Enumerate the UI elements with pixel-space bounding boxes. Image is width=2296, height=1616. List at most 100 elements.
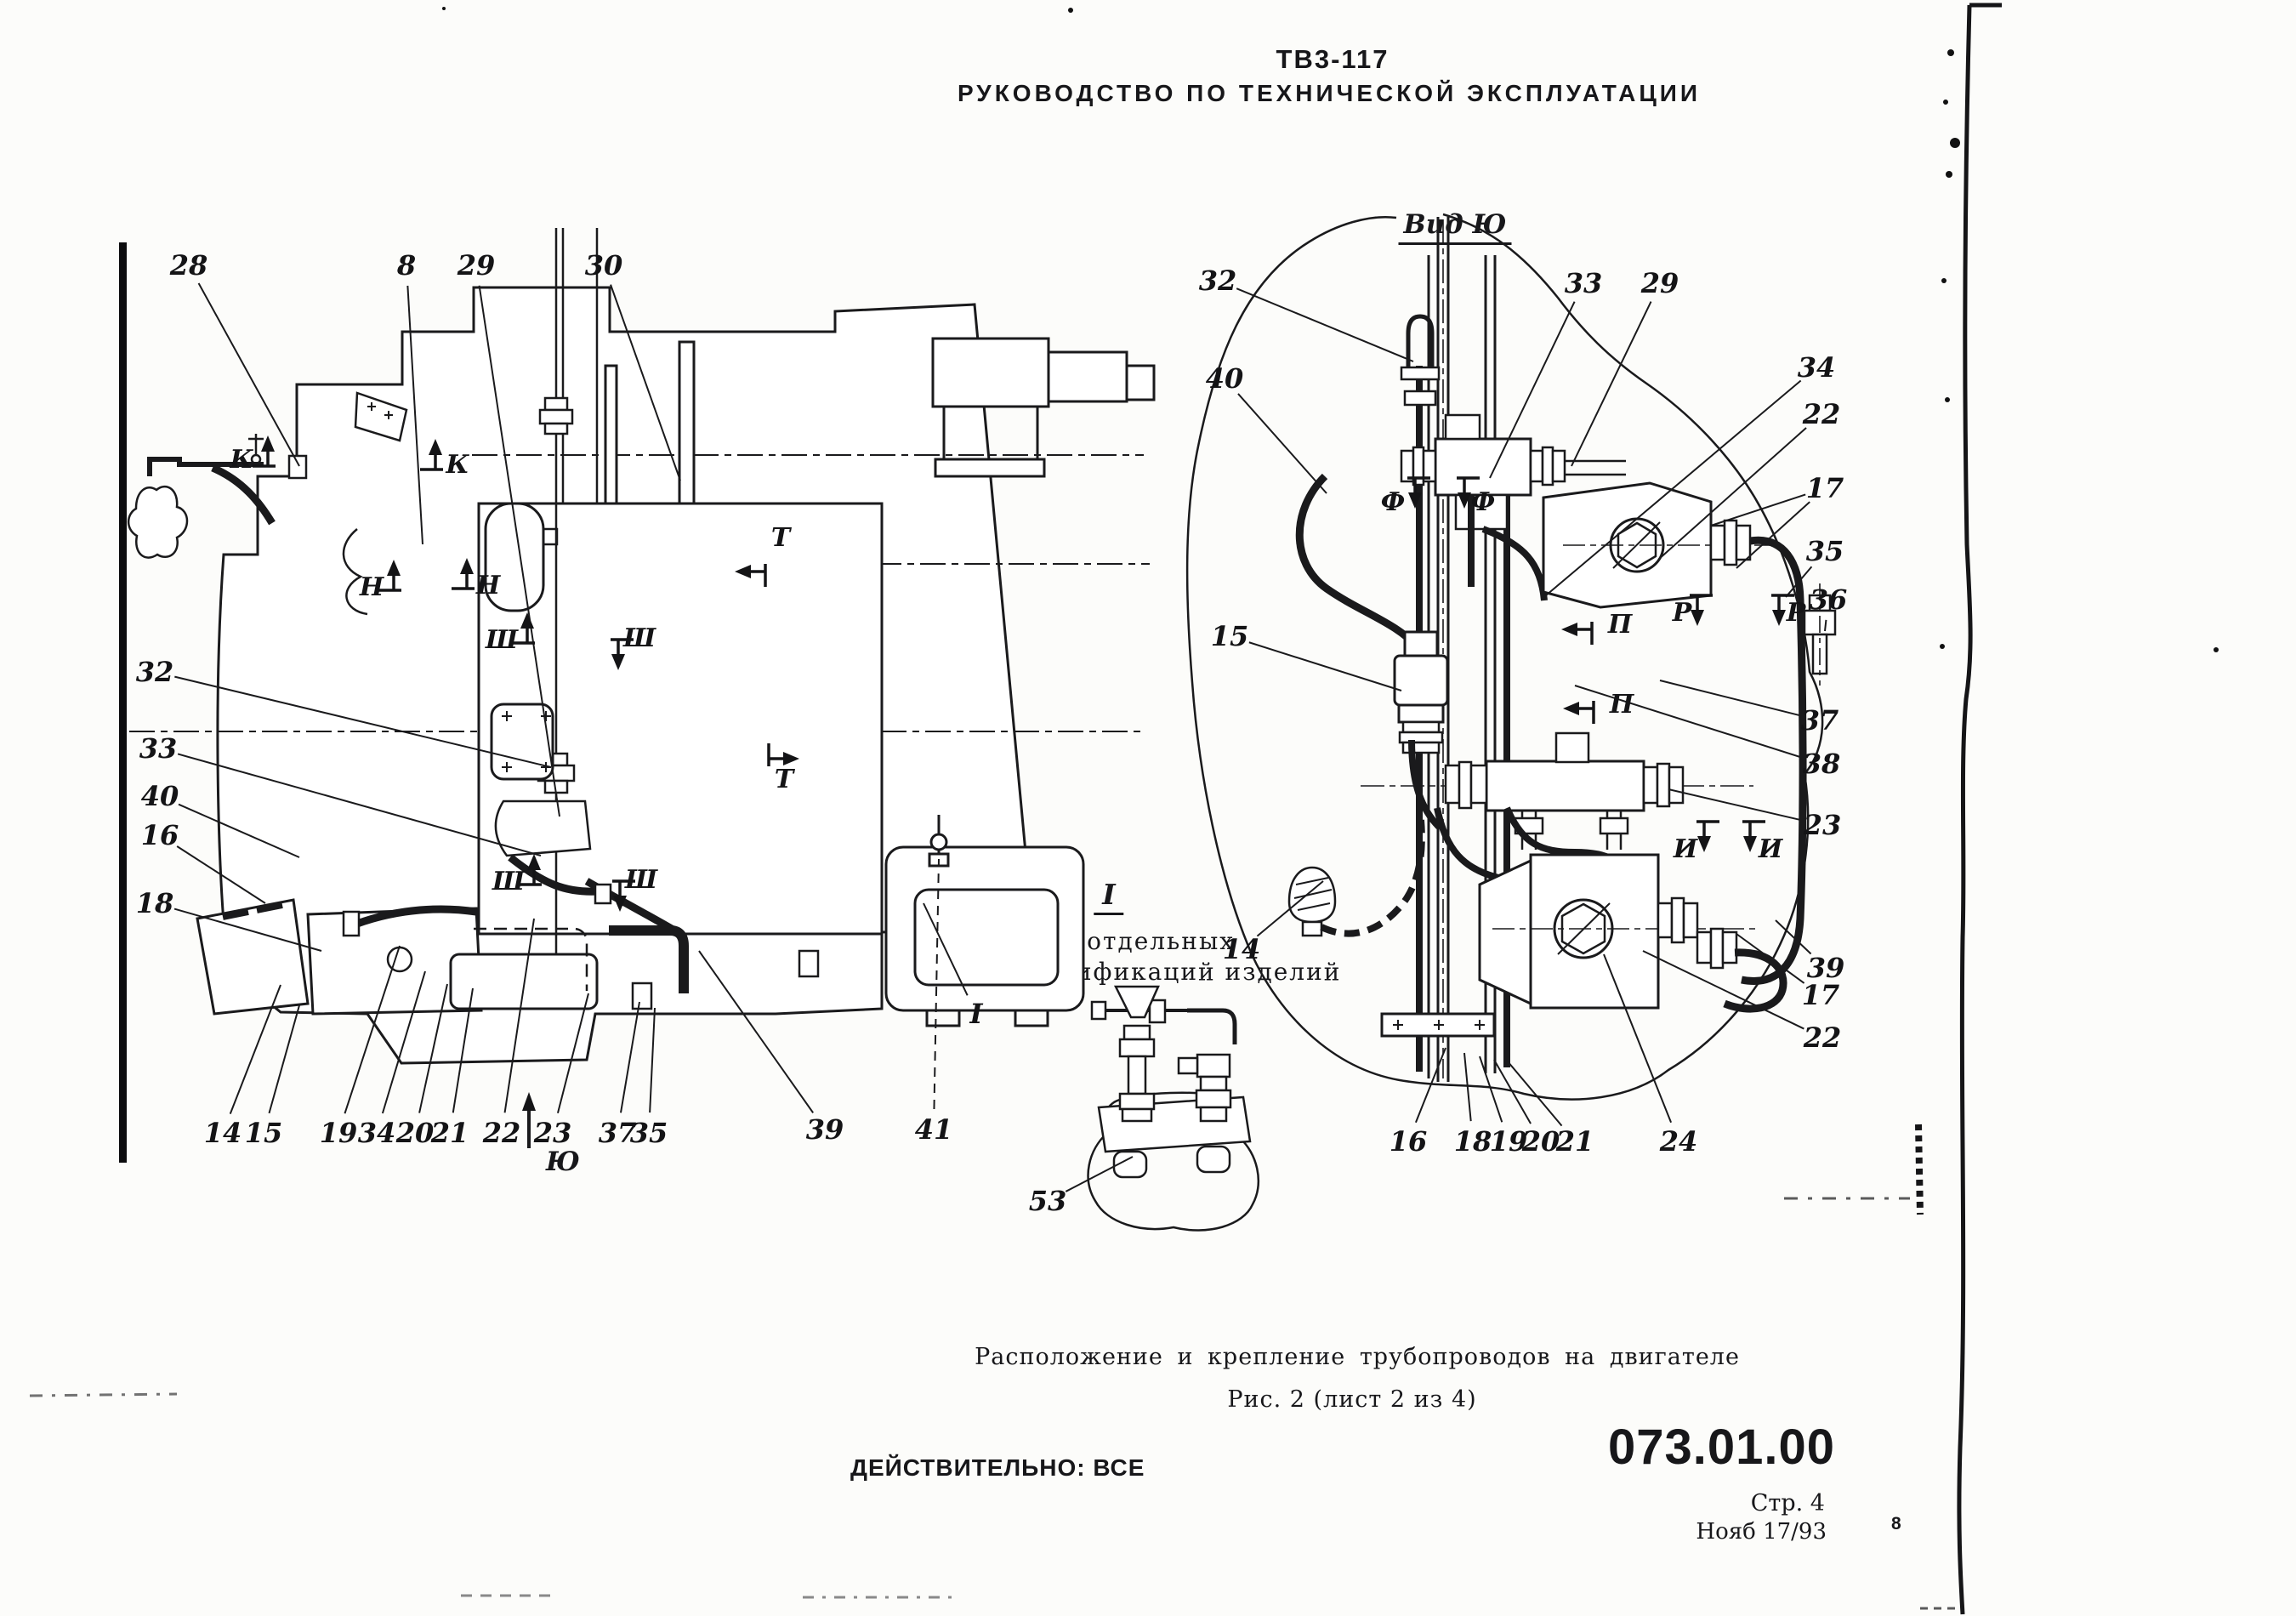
section-marker-flag (1696, 820, 1719, 847)
section-marker-arrow (429, 439, 442, 455)
callout-leader-34 (1545, 379, 1802, 596)
callout-label-37: 37 (1801, 704, 1839, 737)
callout-label-38: 38 (1803, 748, 1841, 780)
callout-leader-33 (177, 753, 542, 856)
callout-label-23: 23 (533, 1117, 572, 1149)
callout-label-15: 15 (245, 1117, 283, 1149)
figure-caption: Расположение и крепление трубопроводов н… (975, 1344, 1740, 1370)
callout-leader-40 (178, 803, 300, 858)
callout-label-40: 40 (141, 780, 179, 812)
section-marker-arrow (1458, 492, 1471, 509)
section-marker-arrow (1697, 836, 1711, 852)
callout-label-30: 30 (585, 249, 623, 282)
callout-label-17: 17 (1802, 979, 1840, 1011)
section-marker-arrow (1561, 623, 1577, 636)
callout-leader-29 (1571, 301, 1652, 467)
callout-label-19: 19 (320, 1117, 358, 1149)
page-number-label: Стр. 4 (1750, 1490, 1825, 1516)
speckles (442, 7, 2219, 652)
section-marker-Ш: Ш (485, 625, 519, 655)
doc-model-title: ТВ3-117 (1276, 44, 1390, 74)
callout-leader-30 (610, 284, 681, 481)
callout-label-34: 34 (358, 1117, 396, 1149)
callout-label-21: 21 (430, 1117, 469, 1149)
callout-label-22: 22 (1803, 1021, 1842, 1054)
callout-leader-17 (1736, 933, 1805, 984)
section-marker-Н: Н (475, 571, 502, 600)
section-marker-И: И (1758, 834, 1784, 864)
callout-leader-22 (503, 918, 535, 1113)
callout-leader-35 (649, 1007, 656, 1113)
callout-leader-34 (381, 970, 426, 1114)
callout-label-18: 18 (136, 887, 174, 919)
inset-callouts: 53 (1029, 1156, 1134, 1217)
direction-label: Ю (546, 1147, 580, 1177)
callout-label-36: 36 (1810, 583, 1848, 616)
callout-label-20: 20 (395, 1117, 435, 1149)
page-edge-line (1957, 3, 2002, 1615)
vertical-dash-artifact (1915, 1124, 1924, 1215)
section-marker-Р: Р (1672, 598, 1693, 628)
section-marker-arrow (387, 560, 401, 576)
dash-artifact (29, 1392, 178, 1397)
section-marker-К: К (445, 450, 469, 480)
callout-leader-15 (268, 1004, 300, 1114)
callout-leader-23 (556, 993, 589, 1113)
callout-label-23: 23 (1803, 809, 1842, 841)
callout-leader-19 (1479, 1056, 1503, 1123)
callout-leader-32 (174, 675, 552, 768)
callout-leader-8 (406, 285, 423, 545)
callout-leader-21 (1507, 1061, 1563, 1127)
callout-label-34: 34 (1798, 351, 1836, 384)
section-marker-arrow (1691, 610, 1704, 626)
callout-leader-35 (1785, 566, 1813, 598)
callout-leader-14 (1256, 880, 1324, 937)
section-marker-arrow (1743, 836, 1757, 852)
callout-leader-14 (229, 984, 281, 1115)
callout-label-32: 32 (1199, 265, 1237, 297)
callout-leader-39 (1775, 919, 1812, 955)
callout-leader-40 (1237, 393, 1327, 494)
callout-label-33: 33 (139, 732, 178, 765)
callout-label-28: 28 (169, 249, 208, 282)
callout-leader-53 (1065, 1156, 1134, 1192)
callout-leader-17 (1710, 493, 1806, 526)
callout-label-8: 8 (396, 249, 416, 282)
callout-label-24: 24 (1659, 1125, 1698, 1158)
callout-leader-I (923, 902, 969, 996)
callout-leader-28 (197, 282, 300, 467)
callout-leader-18 (1463, 1052, 1472, 1122)
callout-label-35: 35 (630, 1117, 668, 1149)
callout-leader-24 (1603, 953, 1673, 1124)
callout-leader-32 (1236, 287, 1414, 362)
doc-manual-title: РУКОВОДСТВО ПО ТЕХНИЧЕСКОЙ ЭКСПЛУАТАЦИИ (957, 80, 1702, 106)
callout-label-22: 22 (482, 1117, 521, 1149)
callout-label-I: I (969, 998, 984, 1030)
callout-leader-29 (478, 285, 560, 817)
callout-label-20: 20 (1521, 1125, 1560, 1158)
section-marker-arrow (261, 435, 275, 452)
section-marker-Н: Н (359, 572, 385, 602)
callout-label-21: 21 (1555, 1125, 1594, 1158)
callout-leader-21 (452, 987, 474, 1113)
doc-number: 073.01.00 (1607, 1420, 1835, 1475)
section-marker-arrow (613, 896, 627, 912)
callout-label-53: 53 (1029, 1185, 1067, 1217)
scan-artifacts (29, 3, 2219, 1615)
left-diagram-art (127, 228, 1156, 1148)
callout-label-37: 37 (599, 1117, 637, 1149)
callout-label-35: 35 (1806, 535, 1844, 567)
validity-note: ДЕЙСТВИТЕЛЬНО: ВСЕ (850, 1454, 1145, 1481)
section-marker-flag (1690, 594, 1713, 621)
section-marker-arrow (520, 612, 534, 629)
section-marker-Ш: Ш (492, 867, 526, 896)
callout-label-18: 18 (1454, 1125, 1492, 1158)
callout-leader-15 (1248, 641, 1402, 691)
section-marker-flag (1566, 622, 1594, 645)
callout-leader-22 (1657, 427, 1807, 560)
callout-leader-37 (1659, 680, 1800, 717)
